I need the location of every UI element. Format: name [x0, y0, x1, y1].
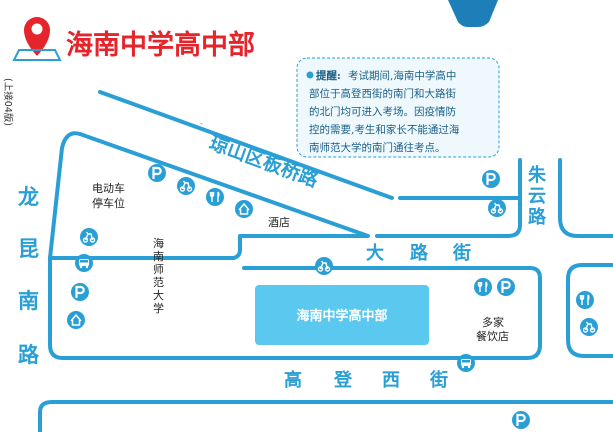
notice-line-5: 南师范大学的南门通往考点。 — [309, 141, 446, 154]
road-label-longkun-3: 南 — [18, 288, 39, 313]
university-char-6: 学 — [153, 301, 164, 315]
road-label-dalu-1: 大 — [366, 242, 384, 264]
hotel-label: 酒店 — [268, 215, 290, 229]
ebike-icon — [579, 317, 599, 337]
university-char-4: 范 — [153, 275, 164, 289]
location-pin-icon — [12, 17, 62, 61]
ebike-parking-label-1: 电动车 — [92, 181, 125, 195]
notice-line-1: 考试期间,海南中学高中 — [348, 69, 456, 82]
road-label-gaodeng-4: 街 — [429, 369, 448, 391]
road-label-longkun-1: 龙 — [18, 184, 39, 209]
parking-icon — [69, 281, 91, 303]
school-block — [255, 285, 429, 345]
road-label-zhuyun-3: 路 — [528, 206, 547, 228]
road-label-longkun-2: 昆 — [18, 236, 39, 261]
school-label: 海南中学高中部 — [296, 308, 387, 324]
university-char-5: 大 — [153, 288, 164, 302]
road-label-longkun-4: 路 — [18, 342, 40, 367]
header-tab-decoration — [448, 0, 498, 27]
university-char-1: 海 — [153, 236, 164, 250]
university-label: 海 南 师 范 大 学 — [153, 236, 164, 315]
parking-icon — [510, 409, 532, 431]
notice-line-4: 控的需要,考生和家长不能通过海 — [309, 123, 460, 136]
bus-icon — [75, 254, 93, 272]
hotel-building-icon — [234, 199, 254, 219]
restaurant-icon — [205, 187, 225, 207]
road-label-gaodeng-2: 登 — [333, 369, 353, 391]
ebike-icon — [314, 256, 334, 276]
road-label-dalu-3: 街 — [452, 242, 471, 264]
notice-line-2: 部位于高登西街的南门和大路街 — [309, 87, 456, 100]
road-network — [38, 90, 613, 432]
notice-lead: 提醒: — [316, 69, 341, 82]
notice-line-3: 的北门均可进入考场。因疫情防 — [309, 105, 456, 118]
parking-icon — [495, 276, 517, 298]
university-char-2: 南 — [153, 250, 164, 263]
road-label-zhuyun-2: 云 — [528, 186, 546, 207]
ebike-icon — [487, 198, 507, 218]
restaurants-label-2: 餐饮店 — [476, 329, 509, 343]
road-decoration: - — [200, 119, 203, 128]
parking-icon — [146, 162, 168, 184]
road-label-gaodeng-3: 西 — [382, 370, 400, 391]
road-label-dalu-2: 路 — [410, 242, 429, 264]
parking-icon — [480, 168, 502, 190]
restaurants-label-1: 多家 — [482, 315, 504, 329]
building-icon — [66, 310, 86, 330]
restaurant-icon — [473, 277, 493, 297]
page-title: 海南中学高中部 — [66, 29, 255, 61]
road-label-zhuyun-1: 朱 — [528, 164, 547, 186]
notice-box: 提醒: 考试期间,海南中学高中 部位于高登西街的南门和大路街 的北门均可进入考场… — [296, 57, 500, 158]
restaurant-icon — [575, 290, 595, 310]
ebike-parking-label-2: 停车位 — [92, 196, 125, 210]
ebike-icon — [176, 176, 196, 196]
road-label-gaodeng-1: 高 — [284, 369, 302, 391]
bus-icon — [457, 354, 475, 372]
ebike-icon — [79, 227, 99, 247]
side-note: (上接04版) — [2, 78, 14, 126]
university-char-3: 师 — [153, 263, 164, 276]
